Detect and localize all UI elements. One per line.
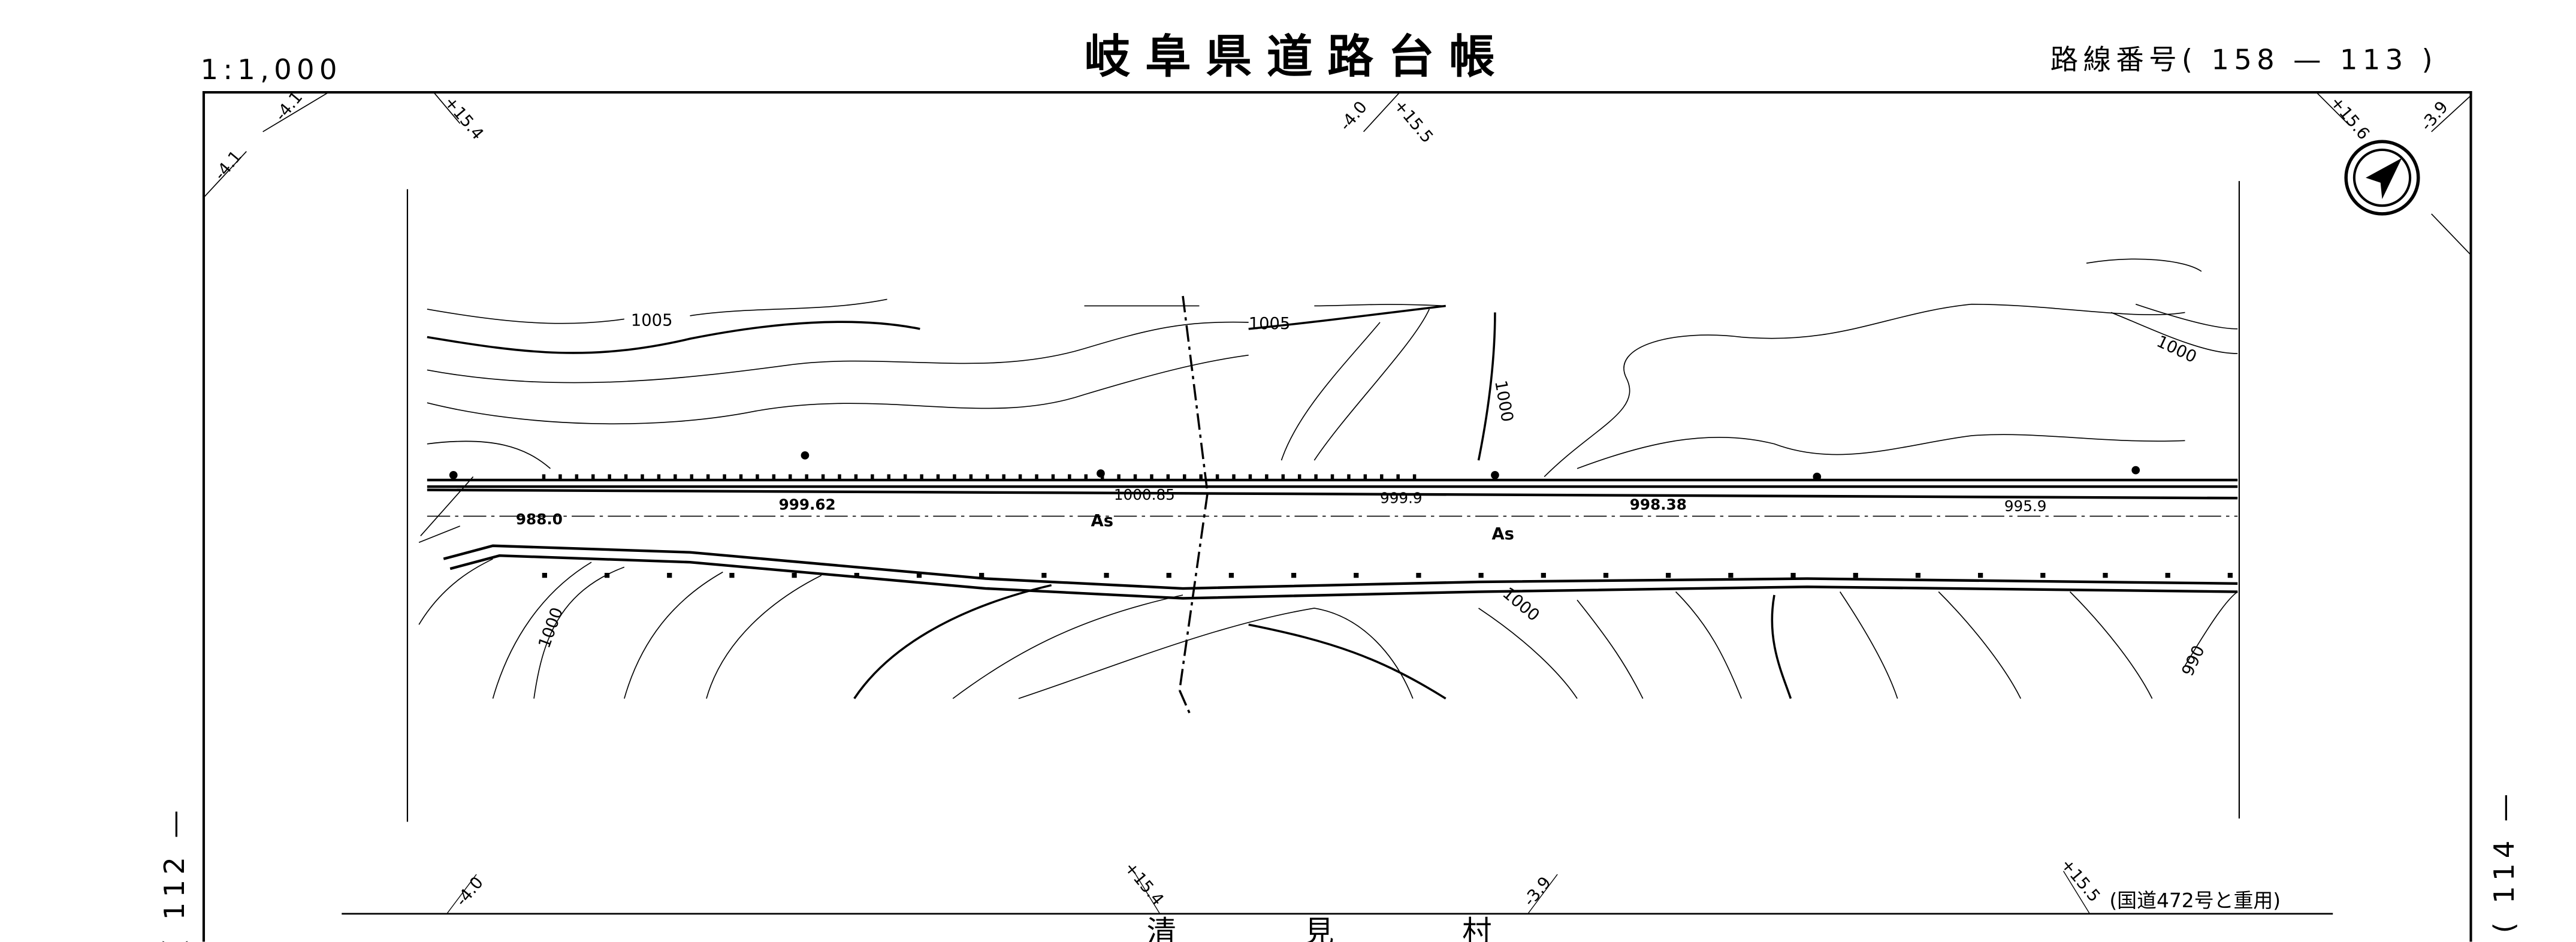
station-label: +15.4 xyxy=(440,93,487,143)
station-label: -4.1 xyxy=(211,147,246,184)
map-scale: 1:1,000 xyxy=(200,53,342,86)
contour-label: 1005 xyxy=(1249,315,1291,333)
contour-label: 1000 xyxy=(1491,379,1517,423)
bottom-station-labels: -4.0 +15.4 -3.9 +15.5 (国道472号と重用) xyxy=(446,855,2281,914)
road-centerline-section xyxy=(418,451,2238,600)
contour-label: 1005 xyxy=(631,311,673,330)
contour-lines xyxy=(427,258,2238,717)
station-label: +15.6 xyxy=(2326,93,2373,143)
spot-elevation: 1000.85 xyxy=(1114,486,1175,503)
spot-elevation: 998.38 xyxy=(1630,496,1687,513)
surface-label: As xyxy=(1491,525,1514,544)
adjacent-sheet-left: ( 112 — xyxy=(158,805,191,942)
contour-lines-south xyxy=(418,558,2238,700)
map-frame xyxy=(202,90,2472,942)
station-label: -4.1 xyxy=(271,88,306,125)
contour-label: 1000 xyxy=(535,605,567,651)
spot-elevation: 999.9 xyxy=(1380,489,1423,506)
station-label: -3.9 xyxy=(1520,874,1555,910)
north-arrow-icon xyxy=(2344,140,2420,216)
map-title: 岐阜県道路台帳 xyxy=(1085,31,1510,84)
spot-elevation: 999.62 xyxy=(779,496,836,513)
station-label: +15.4 xyxy=(1121,859,1167,909)
adjacent-sheet-right: ( 114 — xyxy=(2488,789,2520,934)
spot-elevation: 988.0 xyxy=(516,511,563,528)
station-label: +15.5 xyxy=(1390,96,1437,147)
contour-label: 1000 xyxy=(2154,333,2199,367)
station-label: -4.0 xyxy=(452,874,487,910)
overlap-note: (国道472号と重用) xyxy=(2109,889,2281,912)
surface-label: As xyxy=(1091,512,1113,530)
top-station-labels: -4.1 -4.1 +15.4 -4.0 +15.5 +15.6 -3.9 xyxy=(211,88,2452,184)
place-name: 清 見 村 xyxy=(1147,914,1541,942)
corner-ticks xyxy=(203,92,2472,256)
contour-label: 990 xyxy=(2179,643,2209,680)
route-number: 路線番号( 158 — 113 ) xyxy=(2050,44,2438,76)
spot-elevation: 995.9 xyxy=(2004,497,2047,515)
